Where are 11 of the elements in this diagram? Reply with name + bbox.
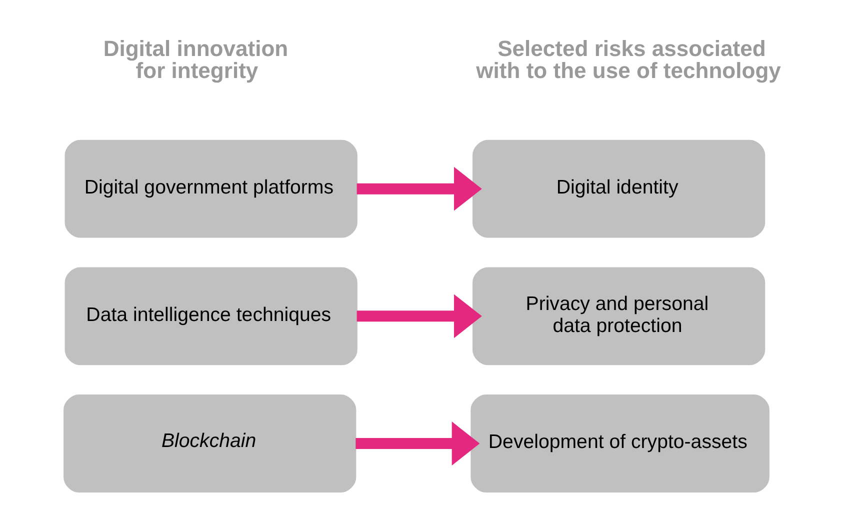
node-box: Development of crypto-assets (470, 394, 770, 492)
node-box: Data intelligence techniques (64, 267, 358, 366)
node-box: Digital government platforms (64, 140, 358, 238)
arrow (356, 166, 482, 211)
node-box: Privacy and personal data protection (472, 267, 766, 366)
label: Digital innovation for integrity (103, 36, 288, 83)
node-box: Digital identity (472, 140, 766, 238)
node-box: Blockchain (64, 394, 356, 492)
arrow (356, 294, 482, 338)
label: Selected risks associated with to the use of technology (476, 36, 781, 83)
arrow (356, 422, 480, 466)
